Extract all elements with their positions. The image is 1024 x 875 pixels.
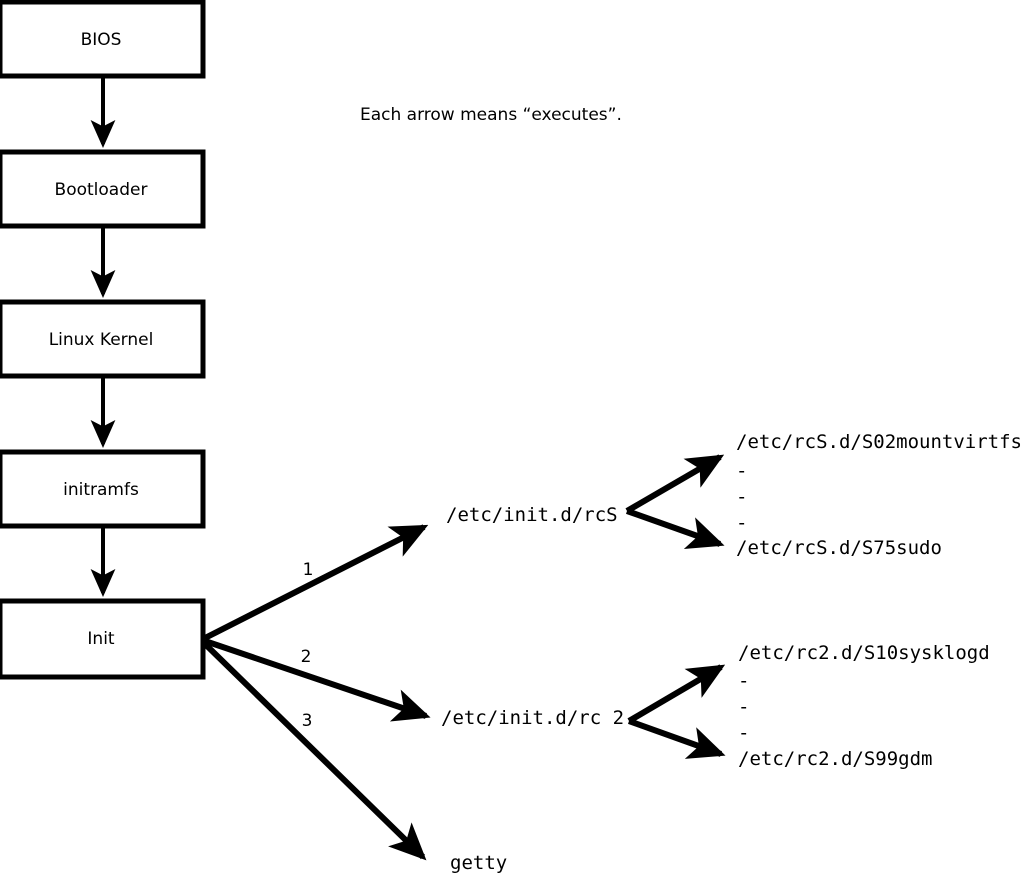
arrow-rcS-to-last-script — [625, 508, 725, 549]
arrow-init-to-rc2 — [204, 638, 431, 722]
node-initramfs[interactable]: initramfs — [0, 449, 206, 529]
arrow-init-to-rcS — [203, 524, 429, 641]
label-etc-rc2-d-S99gdm: /etc/rc2.d/S99gdm — [738, 748, 932, 770]
node-bios-rect — [0, 0, 206, 79]
rcS-ellipsis-dash-1: - — [736, 460, 747, 482]
rcS-ellipsis-dash-3: - — [736, 512, 747, 534]
node-bios[interactable]: BIOS — [0, 0, 206, 79]
label-etc-rc2-d-S10sysklogd: /etc/rc2.d/S10sysklogd — [738, 642, 990, 664]
rc2-ellipsis-dash-3: - — [738, 722, 749, 744]
boot-chain-group: BIOS Bootloader Linux Kernel initramfs I… — [0, 0, 206, 680]
arrow-rc2-to-last-script — [627, 718, 726, 759]
node-initramfs-label: initramfs — [63, 480, 139, 500]
node-linux-kernel-rect — [0, 299, 206, 379]
label-getty: getty — [450, 852, 507, 874]
label-etc-rcS-d-S75sudo: /etc/rcS.d/S75sudo — [736, 537, 942, 559]
node-linux-kernel-label: Linux Kernel — [49, 330, 154, 350]
node-initramfs-rect — [0, 449, 206, 529]
node-init[interactable]: Init — [0, 598, 206, 680]
rc2-branch-group: /etc/rc2.d/S10sysklogd - - - /etc/rc2.d/… — [627, 642, 990, 770]
node-init-rect — [0, 598, 206, 680]
rcS-branch-group: /etc/rcS.d/S02mountvirtfs - - - /etc/rcS… — [625, 431, 1022, 559]
annotation-executes-note: Each arrow means “executes”. — [360, 105, 622, 125]
node-init-label: Init — [87, 629, 115, 649]
node-bios-label: BIOS — [81, 30, 122, 50]
edge-number-1: 1 — [303, 560, 314, 580]
edge-number-3: 3 — [302, 711, 313, 731]
init-branch-group: 1 /etc/init.d/rcS 2 /etc/init.d/rc 2 3 g… — [202, 504, 624, 874]
node-bootloader[interactable]: Bootloader — [0, 149, 206, 229]
label-etc-init-d-rc-2: /etc/init.d/rc 2 — [441, 707, 624, 729]
node-bootloader-label: Bootloader — [55, 180, 148, 200]
arrow-rcS-to-first-script — [625, 454, 725, 514]
rcS-ellipsis-dash-2: - — [736, 486, 747, 508]
rc2-ellipsis-dash-2: - — [738, 696, 749, 718]
edge-number-2: 2 — [301, 647, 312, 667]
label-etc-rcS-d-S02mountvirtfs: /etc/rcS.d/S02mountvirtfs — [736, 431, 1022, 453]
arrow-rc2-to-first-script — [627, 664, 726, 724]
label-etc-init-d-rcS: /etc/init.d/rcS — [446, 504, 618, 526]
node-linux-kernel[interactable]: Linux Kernel — [0, 299, 206, 379]
node-bootloader-rect — [0, 149, 206, 229]
arrow-init-to-getty — [202, 641, 427, 861]
rc2-ellipsis-dash-1: - — [738, 670, 749, 692]
